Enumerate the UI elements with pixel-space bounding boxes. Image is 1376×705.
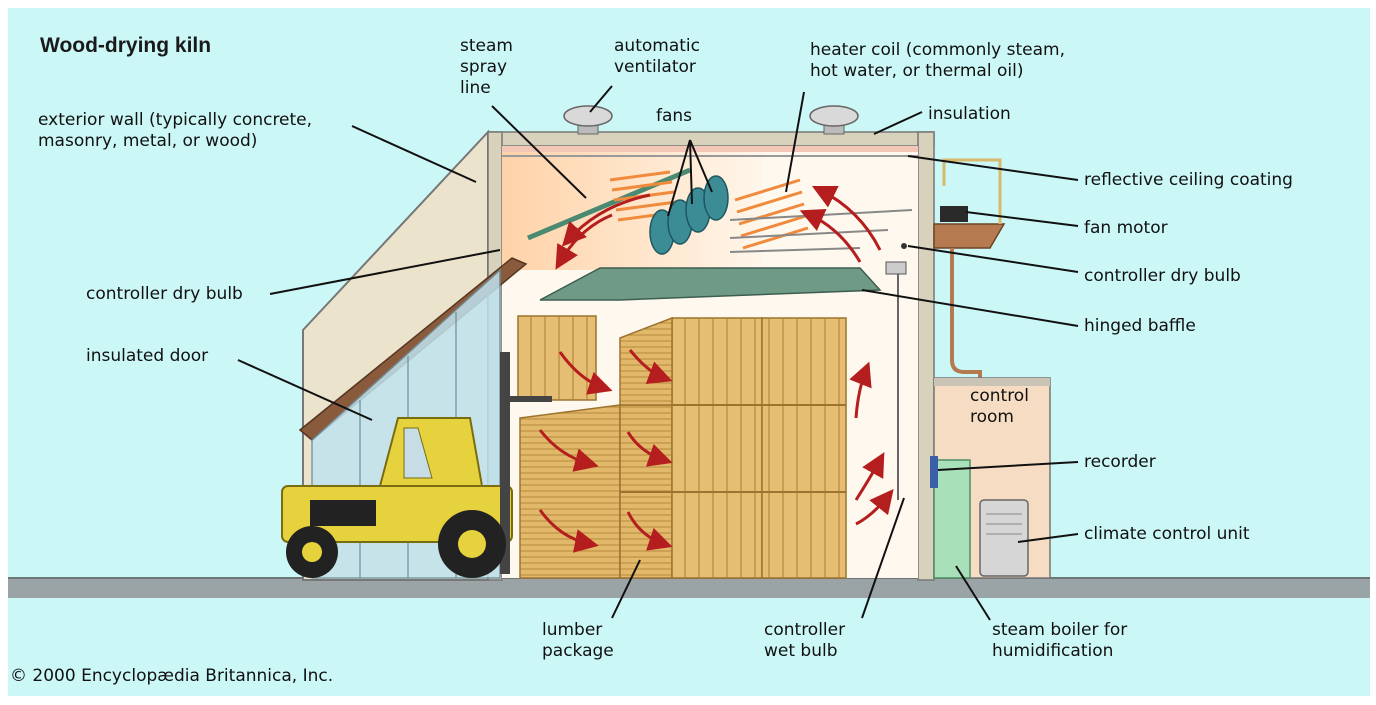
label-fans: fans: [656, 106, 692, 127]
label-controller-dry-bulb-right: controller dry bulb: [1084, 266, 1241, 287]
controller-dry-bulb-sensor: [886, 262, 906, 274]
label-recorder: recorder: [1084, 452, 1156, 473]
label-steam-boiler: steam boiler for humidification: [992, 620, 1127, 662]
label-steam-spray-line: steam spray line: [460, 36, 513, 99]
controller-dry-bulb-upper-sensor: [901, 243, 907, 249]
copyright-credit: © 2000 Encyclopædia Britannica, Inc.: [10, 666, 333, 686]
label-controller-wet-bulb: controller wet bulb: [764, 620, 845, 662]
label-climate-control-unit: climate control unit: [1084, 524, 1250, 545]
label-heater-coil: heater coil (commonly steam, hot water, …: [810, 40, 1065, 82]
label-reflective-ceiling-coating: reflective ceiling coating: [1084, 170, 1293, 191]
label-controller-dry-bulb-left: controller dry bulb: [86, 284, 243, 305]
kiln-roof: [488, 132, 934, 146]
insulation-layer: [502, 146, 918, 152]
recorder-device: [930, 456, 938, 488]
label-fan-motor: fan motor: [1084, 218, 1168, 239]
label-lumber-package: lumber package: [542, 620, 614, 662]
climate-control-unit-box: [980, 500, 1028, 576]
label-automatic-ventilator: automatic ventilator: [614, 36, 700, 78]
label-insulation: insulation: [928, 104, 1011, 125]
label-control-room: control room: [970, 386, 1029, 428]
steam-boiler: [934, 460, 970, 578]
kiln-back-wall: [918, 132, 934, 580]
lumber-package: [518, 316, 846, 578]
diagram-title: Wood-drying kiln: [40, 34, 211, 58]
label-insulated-door: insulated door: [86, 346, 208, 367]
ground-slab: [8, 578, 1370, 598]
label-exterior-wall: exterior wall (typically concrete, mason…: [38, 110, 312, 152]
label-hinged-baffle: hinged baffle: [1084, 316, 1196, 337]
